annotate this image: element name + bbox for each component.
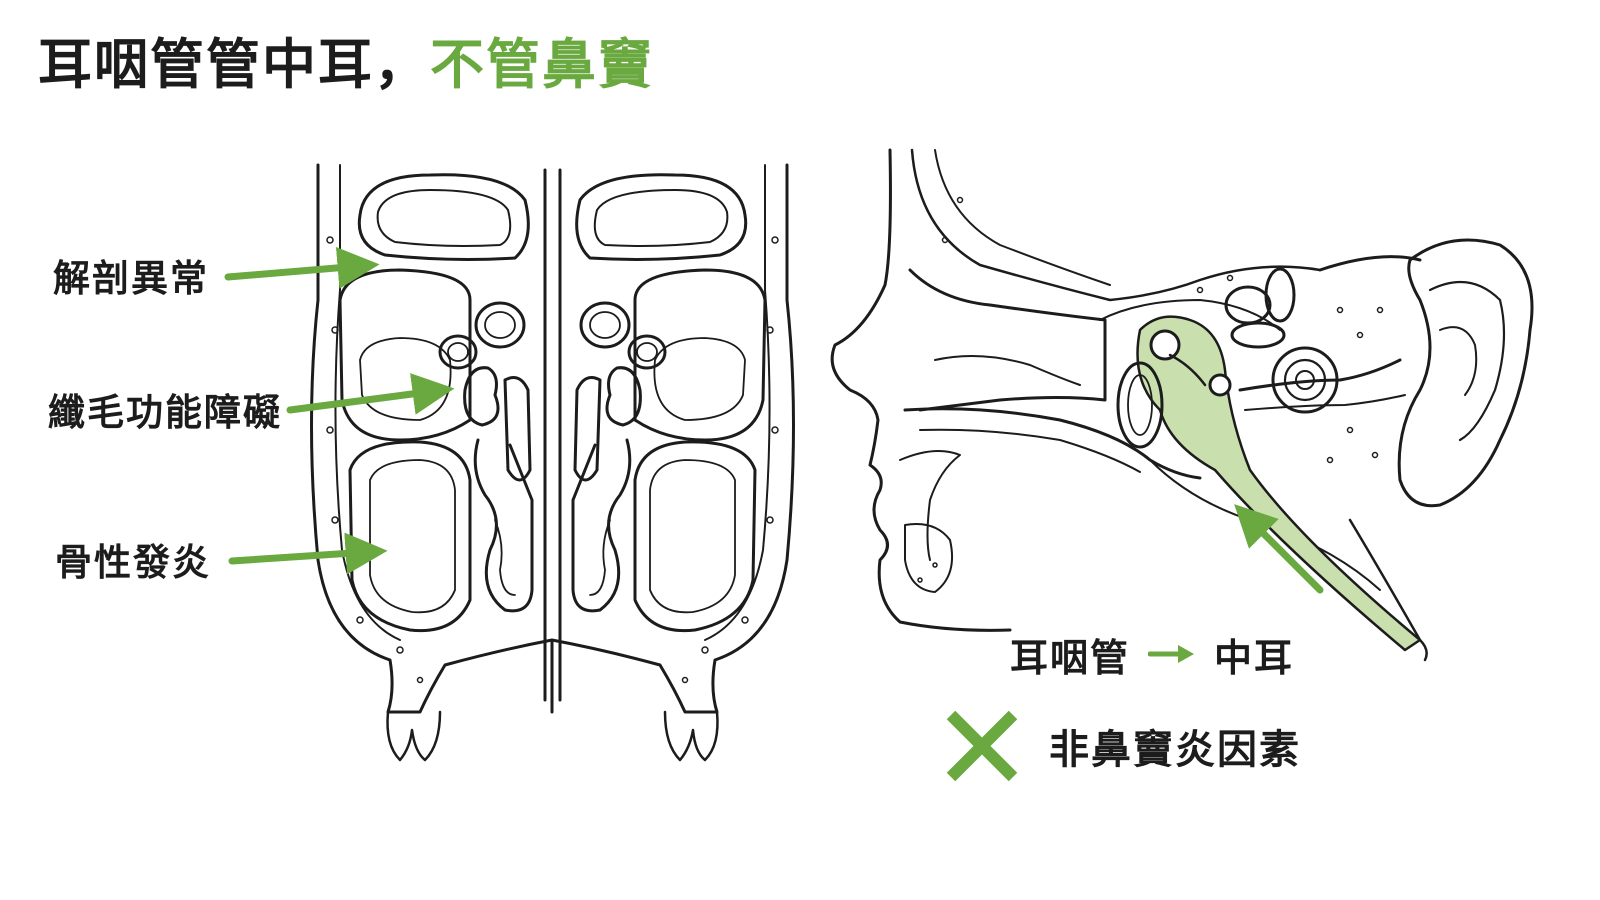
flow-to: 中耳 (1214, 635, 1295, 680)
nasal-septum (543, 168, 562, 702)
semicircular-canal-2 (1264, 267, 1296, 323)
head-profile (830, 148, 1428, 662)
eustachian-tube (1136, 315, 1422, 652)
orbit-right (633, 268, 767, 442)
frontal-sinus-right (575, 173, 748, 261)
label-anatomical-anomaly: 解剖異常 (53, 257, 209, 300)
cross-icon (946, 710, 1018, 782)
ear-canal (1238, 358, 1402, 392)
orbit-left (338, 268, 472, 442)
stapes (1208, 373, 1232, 397)
arrow-osteitis (228, 532, 388, 575)
exclusion-row: 非鼻竇炎因素 (945, 708, 1301, 784)
teeth-left (386, 710, 442, 762)
arrow-ciliary-dysfunction (286, 373, 455, 415)
ear-structures (917, 196, 1534, 583)
left-arrows (224, 246, 455, 575)
turbinate-left (473, 438, 534, 613)
teeth-right (663, 710, 719, 762)
outer-ear (1397, 238, 1534, 508)
frontal-sinus-left (357, 173, 530, 261)
turbinate-right (571, 438, 632, 613)
arrow-anatomical-anomaly (224, 246, 380, 289)
right-arrow-icon (1148, 645, 1195, 663)
skull-outline (310, 163, 795, 714)
sinus-cross-section (310, 163, 795, 762)
page-title: 耳咽管管中耳，不管鼻竇 (38, 38, 654, 92)
label-osteitis: 骨性發炎 (55, 541, 211, 584)
exclusion-text: 非鼻竇炎因素 (1049, 727, 1301, 773)
label-ciliary-dysfunction: 纖毛功能障礙 (48, 391, 282, 434)
face-profile (830, 148, 1012, 632)
arrow-tube-to-middle-ear (1234, 504, 1324, 594)
flow-label: 耳咽管 中耳 (1010, 632, 1294, 680)
maxillary-sinus-left (348, 440, 472, 633)
flow-from: 耳咽管 (1010, 635, 1131, 680)
cochlea (1271, 346, 1339, 414)
maxillary-sinus-right (633, 440, 757, 633)
nasal-cavity (908, 268, 1107, 412)
title-highlight: 不管鼻竇 (430, 33, 654, 96)
palate (903, 407, 1202, 480)
semicircular-canal-3 (1230, 321, 1286, 349)
eardrum (1116, 361, 1164, 449)
title-main: 耳咽管管中耳， (38, 33, 430, 96)
